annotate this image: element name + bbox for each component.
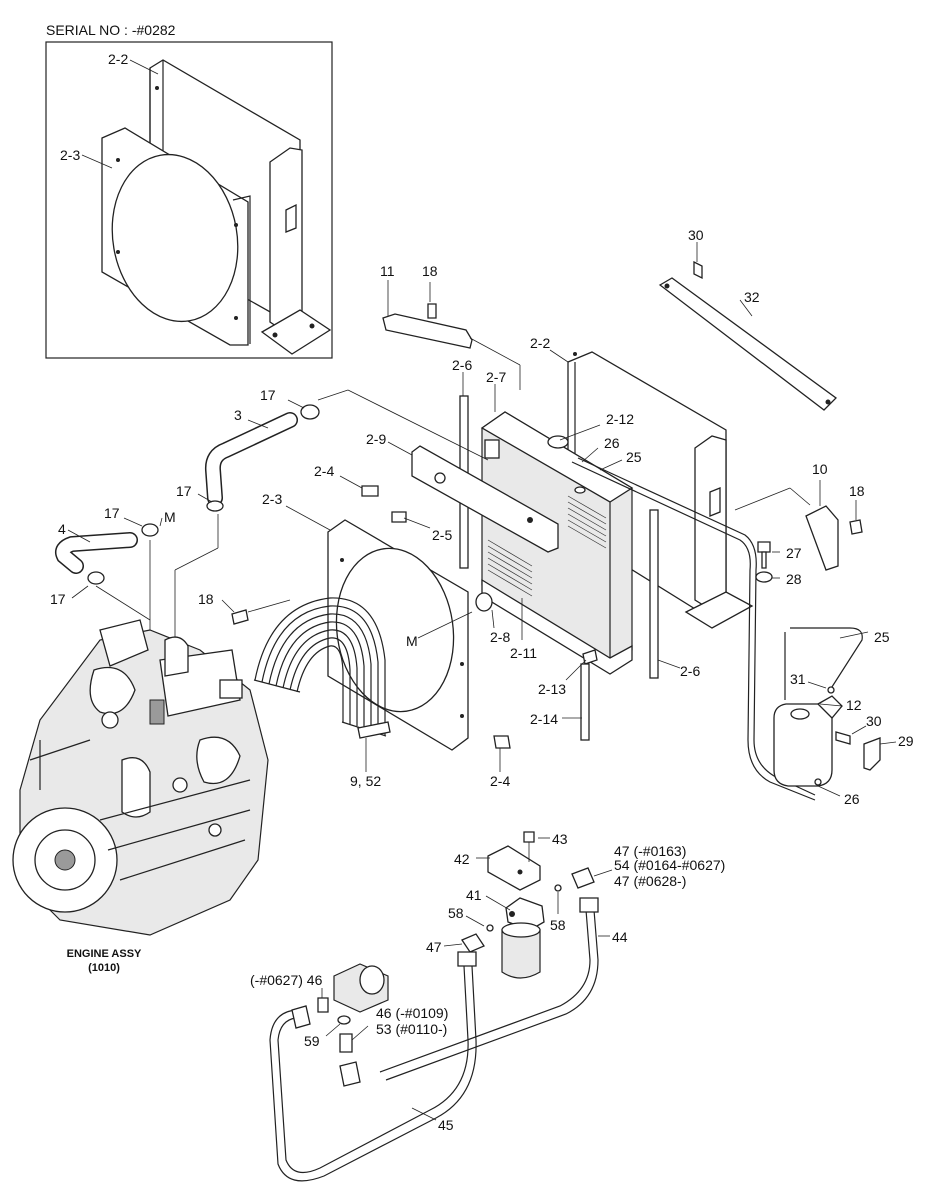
label-47-b: 47 (#0628-) <box>614 873 686 889</box>
label-M-top: M <box>164 509 176 525</box>
cover-plate-32 <box>658 260 837 411</box>
bolt-2-4-top <box>361 485 379 497</box>
label-44: 44 <box>612 929 628 945</box>
label-2-14: 2-14 <box>530 711 558 727</box>
label-31: 31 <box>790 671 806 687</box>
label-26-bottom: 26 <box>844 791 860 807</box>
label-2-13: 2-13 <box>538 681 566 697</box>
label-2-4-bottom: 2-4 <box>490 773 510 789</box>
bracket-10 <box>805 505 863 571</box>
label-47-left: 47 <box>426 939 442 955</box>
label-2-2: 2-2 <box>530 335 550 351</box>
reserve-tank-12 <box>773 627 863 787</box>
label-11: 11 <box>380 263 395 279</box>
label-25-top: 25 <box>626 449 642 465</box>
label-2-3: 2-3 <box>262 491 282 507</box>
label-2-12: 2-12 <box>606 411 634 427</box>
label-54: 54 (#0164-#0627) <box>614 857 725 873</box>
label-17-mid: 17 <box>176 483 192 499</box>
bolt-27 <box>757 541 771 569</box>
bolt-2-4-bottom <box>493 735 511 749</box>
label-26-top: 26 <box>604 435 620 451</box>
label-58-right: 58 <box>550 917 566 933</box>
upper-hose-3 <box>204 404 320 512</box>
label-18-left: 18 <box>198 591 214 607</box>
label-4: 4 <box>58 521 66 537</box>
label-53: 53 (#0110-) <box>376 1021 447 1037</box>
label-M-mid: M <box>406 633 418 649</box>
label-3: 3 <box>234 407 242 423</box>
inset-label-2-2: 2-2 <box>108 51 128 67</box>
label-2-11: 2-11 <box>510 645 537 661</box>
label-46-top: (-#0627) 46 <box>250 972 323 988</box>
label-17-top: 17 <box>260 387 276 403</box>
label-18-top: 18 <box>422 263 438 279</box>
inset-frame <box>45 41 333 359</box>
label-10: 10 <box>812 461 828 477</box>
label-2-8: 2-8 <box>490 629 510 645</box>
label-27: 27 <box>786 545 802 561</box>
fan-guard-9 <box>253 597 391 739</box>
inset-shroud-illustration <box>101 59 332 355</box>
fuel-hose-44 <box>339 897 599 1087</box>
label-2-5: 2-5 <box>432 527 452 543</box>
label-25-right: 25 <box>874 629 890 645</box>
label-32: 32 <box>744 289 760 305</box>
bolt-18-left <box>231 609 249 625</box>
shroud-2-3 <box>327 519 469 751</box>
fuel-hose-45 <box>269 951 477 1182</box>
inset-label-2-3: 2-3 <box>60 147 80 163</box>
engine-title: ENGINE ASSY <box>67 948 142 960</box>
label-9-52: 9, 52 <box>350 773 381 789</box>
label-17-left: 17 <box>50 591 66 607</box>
label-46-right: 46 (-#0109) <box>376 1005 448 1021</box>
label-45: 45 <box>438 1117 454 1133</box>
radiator-core-illustration <box>411 351 754 679</box>
label-30-top: 30 <box>688 227 704 243</box>
lower-hose-4 <box>55 523 159 585</box>
label-17-hose: 17 <box>104 505 120 521</box>
label-59: 59 <box>304 1033 320 1049</box>
label-41: 41 <box>466 887 482 903</box>
label-30-right: 30 <box>866 713 882 729</box>
bolt-2-5 <box>391 511 407 523</box>
label-2-7: 2-7 <box>486 369 506 385</box>
label-28: 28 <box>786 571 802 587</box>
fuel-filter-41 <box>501 897 545 979</box>
label-2-6-top: 2-6 <box>452 357 472 373</box>
filter-bracket-42 <box>487 831 541 891</box>
label-43: 43 <box>552 831 568 847</box>
label-47-a: 47 (-#0163) <box>614 843 686 859</box>
label-12: 12 <box>846 697 862 713</box>
label-29: 29 <box>898 733 914 749</box>
label-18-right: 18 <box>849 483 865 499</box>
serial-number-label: SERIAL NO : -#0282 <box>46 22 176 38</box>
elbow-fittings <box>461 867 595 953</box>
label-2-4-top: 2-4 <box>314 463 334 479</box>
label-58-left: 58 <box>448 905 464 921</box>
engine-illustration <box>12 619 269 936</box>
engine-code: (1010) <box>88 962 120 974</box>
label-2-9: 2-9 <box>366 431 386 447</box>
drain-hose-2-14 <box>580 649 598 741</box>
bolt-30-right <box>835 731 851 745</box>
stay-bracket-11 <box>382 303 473 349</box>
bracket-29 <box>863 737 881 771</box>
washer-28 <box>755 571 773 583</box>
label-2-6-bottom: 2-6 <box>680 663 700 679</box>
fuel-pump-46 <box>317 963 389 1053</box>
label-42: 42 <box>454 851 470 867</box>
